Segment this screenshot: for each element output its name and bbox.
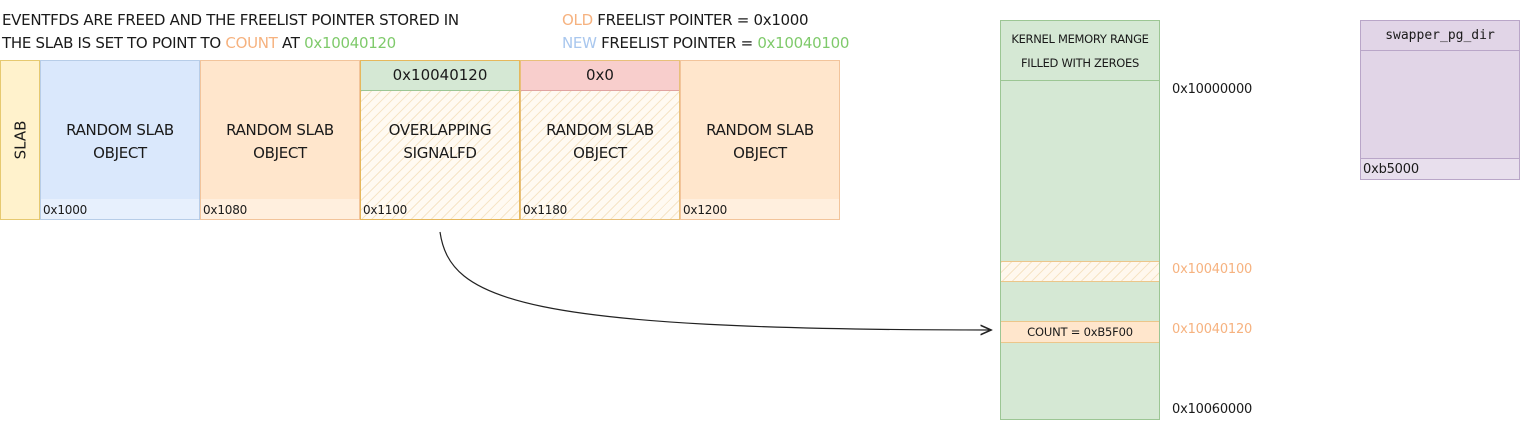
slab-object-0x1000: RANDOM SLAB OBJECT 0x1000 (40, 60, 200, 220)
kernel-memory-header: KERNEL MEMORY RANGE FILLED WITH ZEROES (1001, 21, 1159, 81)
kernel-memory-range: KERNEL MEMORY RANGE FILLED WITH ZEROES C… (1000, 20, 1160, 420)
header-line-2: THE SLAB IS SET TO POINT TO COUNT AT 0x1… (2, 32, 396, 54)
slab-object-line1: RANDOM SLAB (546, 121, 654, 139)
slab-object-0x1180: 0x0 RANDOM SLAB OBJECT 0x1180 (520, 60, 680, 220)
null-freelist-pointer: 0x0 (521, 61, 679, 91)
kernel-addr-end: 0x10060000 (1172, 402, 1253, 417)
pointer-arrow (439, 231, 990, 330)
slab-object-line2: OBJECT (93, 144, 147, 162)
signalfd-line2: SIGNALFD (403, 144, 477, 162)
header-count-word: COUNT (225, 34, 278, 52)
slab-object-line1: RANDOM SLAB (706, 121, 814, 139)
kernel-memory-title-1: KERNEL MEMORY RANGE (1011, 32, 1149, 46)
count-field: COUNT = 0xB5F00 (1001, 321, 1159, 343)
slab-object-address: 0x1080 (203, 203, 248, 217)
slab-object-line1: RANDOM SLAB (66, 121, 174, 139)
kernel-memory-title-2: FILLED WITH ZEROES (1020, 56, 1140, 70)
new-freelist-line: NEW FREELIST POINTER = 0x10040100 (562, 32, 849, 54)
slab-object-line2: OBJECT (253, 144, 307, 162)
kernel-addr-count: 0x10040120 (1172, 322, 1253, 337)
slab-object-0x1200: RANDOM SLAB OBJECT 0x1200 (680, 60, 840, 220)
overlapping-signalfd: 0x10040120 OVERLAPPING SIGNALFD 0x1100 (360, 60, 520, 220)
slab-object-line1: RANDOM SLAB (226, 121, 334, 139)
slab-object-line2: OBJECT (573, 144, 627, 162)
header-at-word: AT (277, 34, 305, 52)
kernel-addr-start: 0x10000000 (1172, 82, 1253, 97)
slab-object-line2: OBJECT (733, 144, 787, 162)
kernel-addr-new-freelist: 0x10040100 (1172, 262, 1253, 277)
slab-label-box: SLAB (0, 60, 40, 220)
header-count-address: 0x10040120 (304, 34, 396, 52)
signalfd-freelist-pointer: 0x10040120 (361, 61, 519, 91)
new-freelist-text: FREELIST POINTER = (596, 34, 758, 52)
signalfd-line1: OVERLAPPING (388, 121, 492, 139)
new-word: NEW (562, 34, 597, 52)
old-freelist-text: FREELIST POINTER = 0x1000 (592, 11, 809, 29)
swapper-title: swapper_pg_dir (1361, 21, 1519, 51)
header-line-2-prefix: THE SLAB IS SET TO POINT TO (2, 34, 226, 52)
signalfd-address: 0x1100 (363, 203, 408, 217)
swapper-address: 0xb5000 (1363, 162, 1419, 177)
old-freelist-line: OLD FREELIST POINTER = 0x1000 (562, 9, 809, 31)
swapper-pg-dir: swapper_pg_dir 0xb5000 (1360, 20, 1520, 180)
new-freelist-address: 0x10040100 (757, 34, 850, 52)
old-word: OLD (562, 11, 593, 29)
slab-object-address: 0x1180 (523, 203, 568, 217)
slab-object-address: 0x1200 (683, 203, 728, 217)
slab-object-0x1080: RANDOM SLAB OBJECT 0x1080 (200, 60, 360, 220)
new-freelist-slot (1001, 261, 1159, 282)
slab-object-address: 0x1000 (43, 203, 88, 217)
header-line-1: EVENTFDS ARE FREED AND THE FREELIST POIN… (2, 11, 459, 29)
